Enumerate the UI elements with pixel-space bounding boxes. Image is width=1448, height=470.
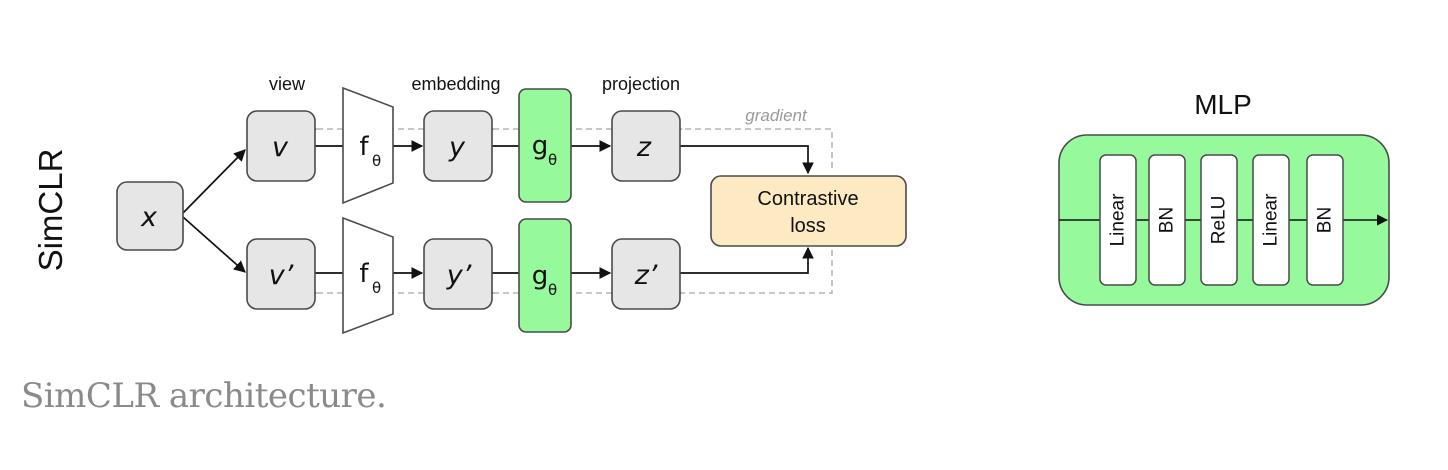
node-x: x xyxy=(116,181,184,251)
mlp-layer-box xyxy=(1252,154,1290,286)
loss-label-line2: loss xyxy=(790,215,826,237)
node-v-prime-label: v’ xyxy=(269,260,294,291)
gradient-path-bottom xyxy=(680,250,833,293)
mlp-title: MLP xyxy=(1194,89,1252,120)
node-y: y xyxy=(423,110,493,182)
mlp-layer-5: BN xyxy=(1306,154,1344,286)
node-v: v xyxy=(246,110,316,182)
gradient-label: gradient xyxy=(745,106,808,125)
projector-bottom-subscript: θ xyxy=(548,281,557,299)
arrow-zprime-to-loss xyxy=(680,246,814,274)
projector-top: g θ xyxy=(518,88,572,203)
node-y-label: y xyxy=(448,132,466,163)
label-view: view xyxy=(269,74,306,94)
mlp-layer-2: BN xyxy=(1148,154,1186,286)
node-v-prime: v’ xyxy=(246,238,316,310)
projector-top-symbol: g xyxy=(532,131,549,161)
node-y-prime-label: y’ xyxy=(446,260,472,291)
node-v-label: v xyxy=(272,132,289,163)
mlp-panel: Linear BN ReLU Linear BN xyxy=(1058,134,1390,306)
encoder-top-symbol: f xyxy=(359,132,369,162)
node-z-prime-label: z’ xyxy=(634,260,658,291)
contrastive-loss-box: Contrastive loss xyxy=(710,175,907,247)
encoder-top-subscript: θ xyxy=(372,152,381,170)
side-label: SimCLR xyxy=(32,149,69,272)
mlp-layer-box xyxy=(1200,154,1238,286)
encoder-top: f θ xyxy=(342,86,394,205)
arrow-z-to-loss xyxy=(680,145,814,175)
figure-caption: SimCLR architecture. xyxy=(21,376,387,416)
encoder-bottom: f θ xyxy=(342,216,394,335)
mlp-layer-label: BN xyxy=(1315,207,1336,233)
mlp-layer-label: Linear xyxy=(1108,193,1129,246)
arrow-x-to-vprime xyxy=(182,216,246,273)
label-projection: projection xyxy=(602,74,680,94)
forward-arrows xyxy=(182,140,814,279)
mlp-layer-label: BN xyxy=(1157,207,1178,233)
encoder-bottom-subscript: θ xyxy=(372,279,381,297)
mlp-layer-box xyxy=(1148,154,1186,286)
projector-bottom-symbol: g xyxy=(532,261,549,291)
label-embedding: embedding xyxy=(411,74,500,94)
loss-label-line1: Contrastive xyxy=(757,188,858,210)
encoder-bottom-symbol: f xyxy=(359,259,369,289)
mlp-layer-label: ReLU xyxy=(1209,196,1230,245)
mlp-layer-box xyxy=(1306,154,1344,286)
mlp-layer-1: Linear xyxy=(1099,154,1137,286)
gradient-paths xyxy=(315,129,833,293)
gradient-path-top xyxy=(680,129,833,168)
mlp-layer-label: Linear xyxy=(1261,193,1282,246)
projector-top-subscript: θ xyxy=(548,151,557,169)
projector-bottom: g θ xyxy=(518,218,572,333)
arrow-x-to-v xyxy=(182,149,246,214)
node-y-prime: y’ xyxy=(423,238,493,310)
node-z-prime: z’ xyxy=(611,238,681,310)
mlp-layer-3: ReLU xyxy=(1200,154,1238,286)
mlp-layer-4: Linear xyxy=(1252,154,1290,286)
node-z: z xyxy=(611,110,681,182)
mlp-layer-box xyxy=(1099,154,1137,286)
node-x-label: x xyxy=(140,202,158,233)
mlp-layers: Linear BN ReLU Linear BN xyxy=(1099,154,1344,286)
node-z-label: z xyxy=(636,132,652,163)
